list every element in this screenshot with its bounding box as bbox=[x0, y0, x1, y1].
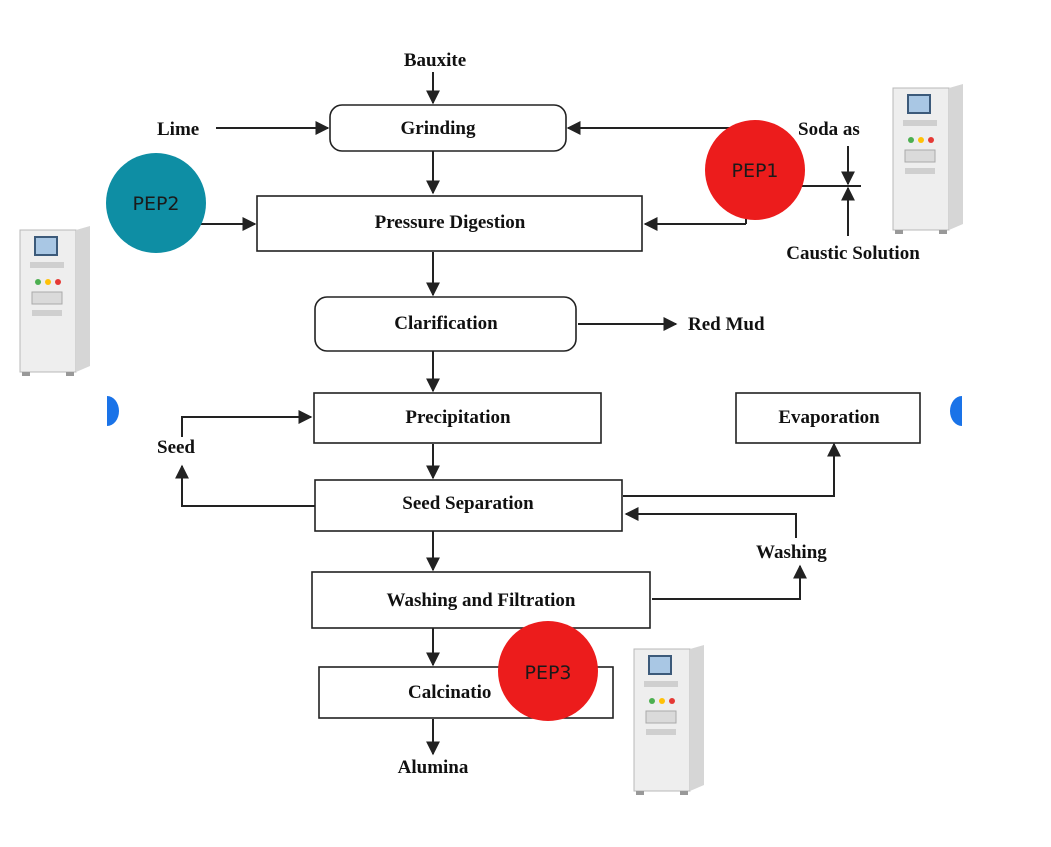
node-clarification: Clarification bbox=[314, 296, 577, 352]
analyzer-cabinet-icon bbox=[633, 645, 704, 795]
washing-filtration-label: Washing and Filtration bbox=[387, 590, 576, 611]
right-edge-marker bbox=[950, 396, 962, 426]
washing-label: Washing bbox=[756, 542, 827, 563]
analyzer-cabinet-icon bbox=[19, 226, 90, 376]
pep1-badge: PEP1 bbox=[705, 120, 805, 220]
pep3-badge: PEP3 bbox=[498, 621, 598, 721]
node-evaporation: Evaporation bbox=[735, 392, 921, 444]
bauxite-label: Bauxite bbox=[404, 50, 466, 71]
pep2-label: PEP2 bbox=[132, 193, 179, 215]
connectors bbox=[175, 72, 861, 756]
left-edge-marker bbox=[107, 396, 119, 426]
pep2-badge: PEP2 bbox=[106, 153, 206, 253]
pep3-label: PEP3 bbox=[524, 662, 571, 684]
clarification-label: Clarification bbox=[394, 313, 498, 334]
seed-label: Seed bbox=[157, 437, 195, 458]
node-pressure-digestion: Pressure Digestion bbox=[256, 195, 643, 252]
node-washing-filtration: Washing and Filtration bbox=[311, 571, 651, 629]
grinding-label: Grinding bbox=[401, 118, 476, 139]
alumina-label: Alumina bbox=[398, 757, 469, 778]
red-mud-label: Red Mud bbox=[688, 314, 765, 335]
evaporation-label: Evaporation bbox=[778, 407, 880, 428]
node-seed-separation: Seed Separation bbox=[314, 479, 623, 532]
node-grinding: Grinding bbox=[329, 104, 567, 152]
seed-separation-label: Seed Separation bbox=[402, 493, 534, 514]
pressure-digestion-label: Pressure Digestion bbox=[375, 212, 526, 233]
soda-ash-label: Soda as bbox=[798, 119, 860, 140]
precipitation-label: Precipitation bbox=[405, 407, 511, 428]
lime-label: Lime bbox=[157, 119, 199, 140]
caustic-solution-label: Caustic Solution bbox=[786, 243, 920, 264]
analyzer-cabinet-icon bbox=[892, 84, 963, 234]
calcination-label: Calcinatio bbox=[408, 682, 491, 703]
node-precipitation: Precipitation bbox=[313, 392, 602, 444]
pep1-label: PEP1 bbox=[731, 160, 778, 182]
